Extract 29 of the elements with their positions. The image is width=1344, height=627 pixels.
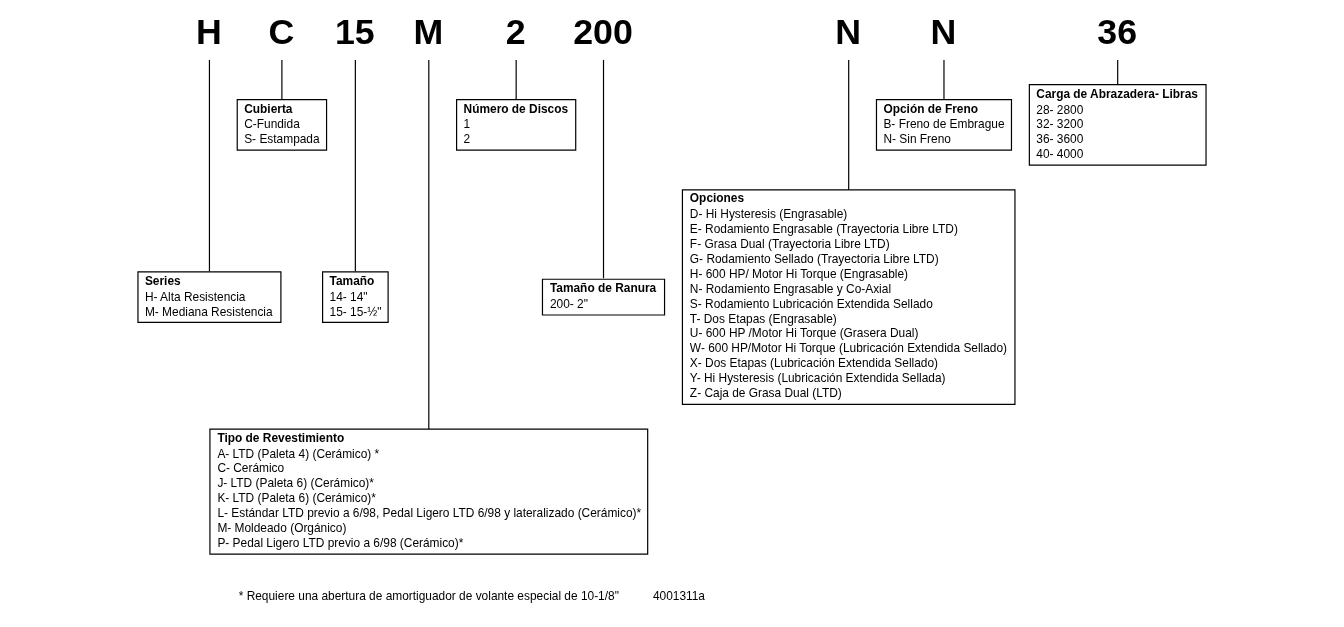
node-box: Tipo de Revestimiento A- LTD (Paleta 4) (Cerámico) * C- Cerámico J- LTD (Paleta 6) (Cerámico)* K- LTD (Paleta 6) (Cerámico)* L- Estándar LTD previo a 6/98, Pedal Ligero LTD 6/98 y lateralizado (Cerámico)* M- Moldeado (Orgánico) P- Pedal Ligero LTD previo a 6/98 (Cerámico)*	[209, 428, 649, 555]
connector	[943, 59, 945, 100]
node-text: N	[930, 11, 957, 52]
node-text: 15	[335, 11, 375, 52]
node-box: Series H- Alta Resistencia M- Mediana Resistencia	[137, 271, 282, 324]
label: * Requiere una abertura de amortiguador de volante especial de 10-1/8"	[238, 588, 619, 603]
connector	[208, 59, 211, 272]
node-box: Carga de Abrazadera- Libras 28- 2800 32- 3200 36- 3600 40- 4000	[1028, 84, 1207, 166]
connector	[354, 59, 356, 272]
connector	[848, 59, 850, 191]
node-box: Tamaño de Ranura 200- 2"	[541, 278, 666, 316]
node-text: 2	[505, 11, 526, 52]
node-box: Tamaño 14- 14" 15- 15-½"	[322, 271, 389, 324]
label: 4001311a	[652, 588, 705, 603]
node-box: Opción de Freno B- Freno de Embrague N- Sin Freno	[875, 99, 1013, 151]
node-box: Cubierta C-Fundida S- Estampada	[236, 99, 328, 151]
connector	[428, 59, 430, 430]
connector	[1117, 59, 1119, 86]
node-box: Número de Discos 1 2	[456, 99, 577, 151]
node-text: C	[268, 11, 295, 52]
node-text: M	[413, 11, 444, 52]
node-text: 200	[573, 11, 633, 52]
connector	[515, 59, 517, 100]
node-text: N	[835, 11, 862, 52]
connector	[281, 59, 283, 100]
connector	[602, 59, 605, 279]
node-box: Opciones D- Hi Hysteresis (Engrasable) E- Rodamiento Engrasable (Trayectoria Libre LTD) F- Grasa Dual (Trayectoria Libre LTD) G- Rodamiento Sellado (Trayectoria Libre LTD) H- 600 HP/ Motor Hi Torque (Engrasable) N- Rodamiento Engrasable y Co-Axial S- Rodamiento Lubricación Extendida Sellado T- Dos Etapas (Engrasable) U- 600 HP /Motor Hi Torque (Grasera Dual) W- 600 HP/Motor Hi Torque (Lubricación Extendida Sellado) X- Dos Etapas (Lubricación Extendida Sellado) Y- Hi Hysteresis (Lubricación Extendida Sellada) Z- Caja de Grasa Dual (LTD)	[681, 189, 1016, 405]
node-text: H	[196, 11, 222, 52]
node-text: 36	[1097, 11, 1138, 52]
